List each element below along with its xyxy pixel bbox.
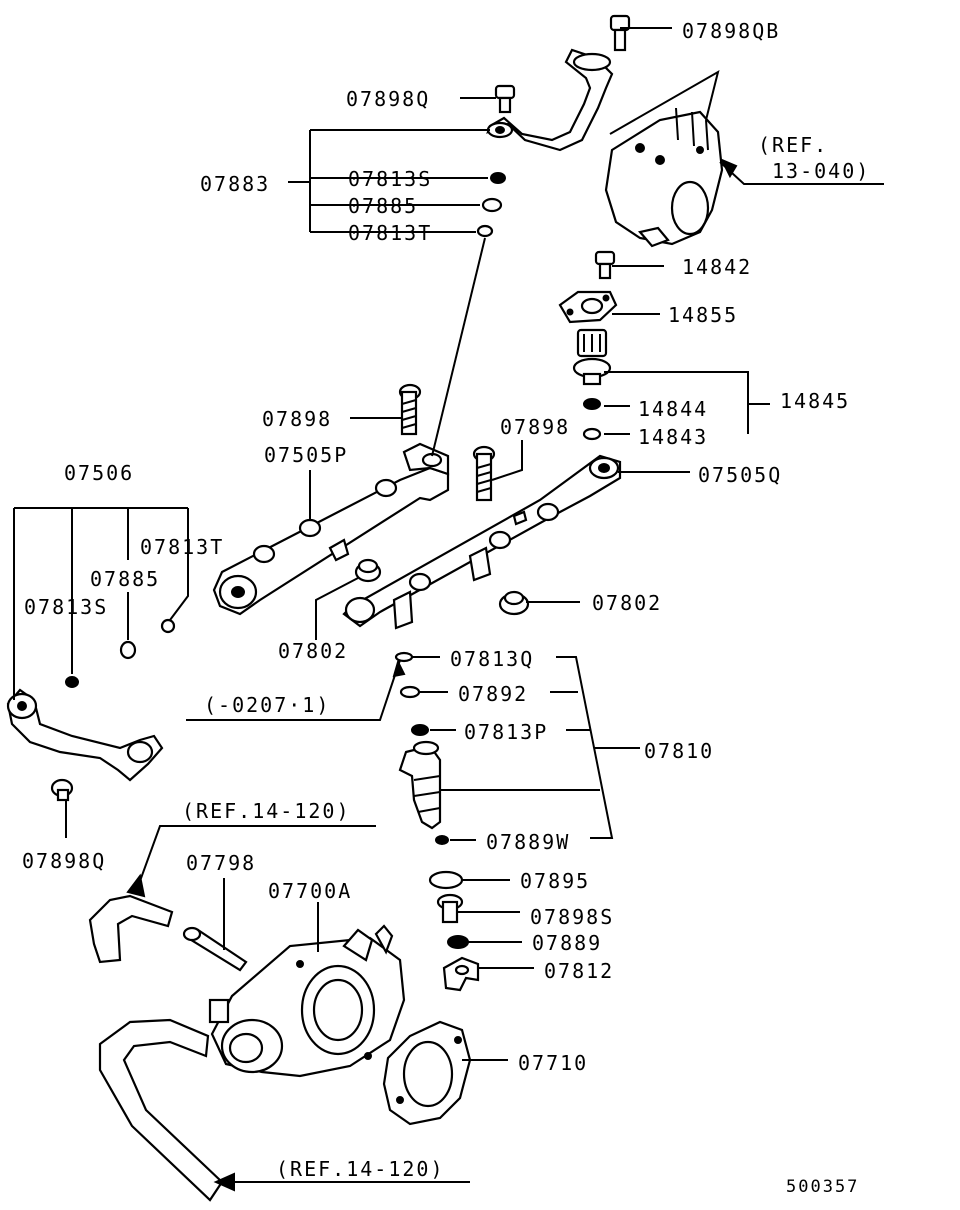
bolt-14842-part	[594, 250, 616, 280]
label-07885-left: 07885	[90, 567, 160, 591]
label-07813Q: 07813Q	[450, 647, 534, 671]
label-14845: 14845	[780, 389, 850, 413]
label-07898S: 07898S	[530, 905, 614, 929]
insulator-07802-right-part	[498, 590, 530, 616]
label-07898-left: 07898	[262, 407, 332, 431]
label-07798: 07798	[186, 851, 256, 875]
label-07813T-top: 07813T	[348, 221, 432, 245]
pressure-sensor-14845-part	[572, 328, 612, 386]
bolt-07898Q-top-part	[494, 84, 516, 114]
bolt-07798-part	[182, 926, 248, 972]
throttle-body-07700A-part	[208, 924, 406, 1078]
ref-13-040-bracket-part	[604, 107, 724, 248]
label-07885-top: 07885	[348, 194, 418, 218]
fuel-pipe-top-part	[486, 48, 614, 152]
label-date-range: (-0207·1)	[204, 693, 330, 717]
drawing-number: 500357	[786, 1177, 859, 1197]
label-14843: 14843	[638, 425, 708, 449]
label-07506: 07506	[64, 461, 134, 485]
gasket-07710-part	[382, 1020, 472, 1126]
label-07883: 07883	[200, 172, 270, 196]
seal-07813T-left-part	[160, 618, 176, 634]
label-07892: 07892	[458, 682, 528, 706]
hose-ref-14-120-top-part	[88, 894, 174, 964]
seal-07813P-part	[411, 724, 429, 736]
label-07813P: 07813P	[464, 720, 548, 744]
label-07813S-top: 07813S	[348, 167, 432, 191]
fuel-rail-07505P-part	[212, 442, 450, 616]
label-07505P: 07505P	[264, 443, 348, 467]
label-07889W: 07889W	[486, 830, 570, 854]
fuel-rail-07505Q-part	[342, 454, 622, 630]
washer-07885-top-part	[481, 197, 503, 213]
ring-07892-part	[399, 685, 421, 699]
label-07813T-left: 07813T	[140, 535, 224, 559]
leader-lines	[13, 27, 884, 1192]
label-ref-14-120-top: (REF.14-120)	[182, 799, 351, 823]
label-07898Q-top: 07898Q	[346, 87, 430, 111]
seal-14843-part	[582, 427, 602, 441]
label-07802-right: 07802	[592, 591, 662, 615]
ring-07895-part	[428, 870, 464, 890]
label-07898-mid: 07898	[500, 415, 570, 439]
seal-07813S-left-part	[65, 676, 79, 688]
label-07889: 07889	[532, 931, 602, 955]
label-07812: 07812	[544, 959, 614, 983]
injector-07810-part	[398, 740, 442, 830]
gasket-14855-part	[558, 290, 618, 324]
label-14842: 14842	[682, 255, 752, 279]
fuel-pipe-07506-part	[6, 688, 164, 782]
seal-07813Q-part	[394, 651, 414, 663]
holder-07812-part	[442, 956, 480, 992]
seal-14844-part	[583, 398, 601, 410]
label-07895: 07895	[520, 869, 590, 893]
label-07813S-left: 07813S	[24, 595, 108, 619]
washer-07885-left-part	[119, 640, 137, 660]
washer-07889-part	[447, 935, 469, 949]
seal-07813S-top-part	[490, 172, 506, 184]
bolt-07898S-part	[436, 893, 464, 924]
label-07898QB: 07898QB	[682, 19, 780, 43]
label-07505Q: 07505Q	[698, 463, 782, 487]
insulator-07802-left-part	[354, 558, 382, 583]
label-ref-13-040-line1: (REF.	[758, 133, 828, 157]
bolt-07898Q-bottom-part	[50, 778, 74, 802]
bolt-07898-left-part	[398, 383, 422, 436]
label-07802-left: 07802	[278, 639, 348, 663]
label-ref-14-120-bottom: (REF.14-120)	[276, 1157, 445, 1181]
bolt-07898QB-part	[609, 14, 631, 52]
hose-ref-14-120-bottom-part	[98, 1018, 224, 1202]
label-07700A: 07700A	[268, 879, 352, 903]
label-07898Q-bottom: 07898Q	[22, 849, 106, 873]
label-14844: 14844	[638, 397, 708, 421]
label-07810: 07810	[644, 739, 714, 763]
label-ref-13-040-line2: 13-040)	[772, 159, 870, 183]
seal-07889W-part	[435, 835, 449, 845]
label-14855: 14855	[668, 303, 738, 327]
label-07710: 07710	[518, 1051, 588, 1075]
bolt-07898-mid-part	[472, 445, 496, 502]
seal-07813T-top-part	[476, 224, 494, 238]
